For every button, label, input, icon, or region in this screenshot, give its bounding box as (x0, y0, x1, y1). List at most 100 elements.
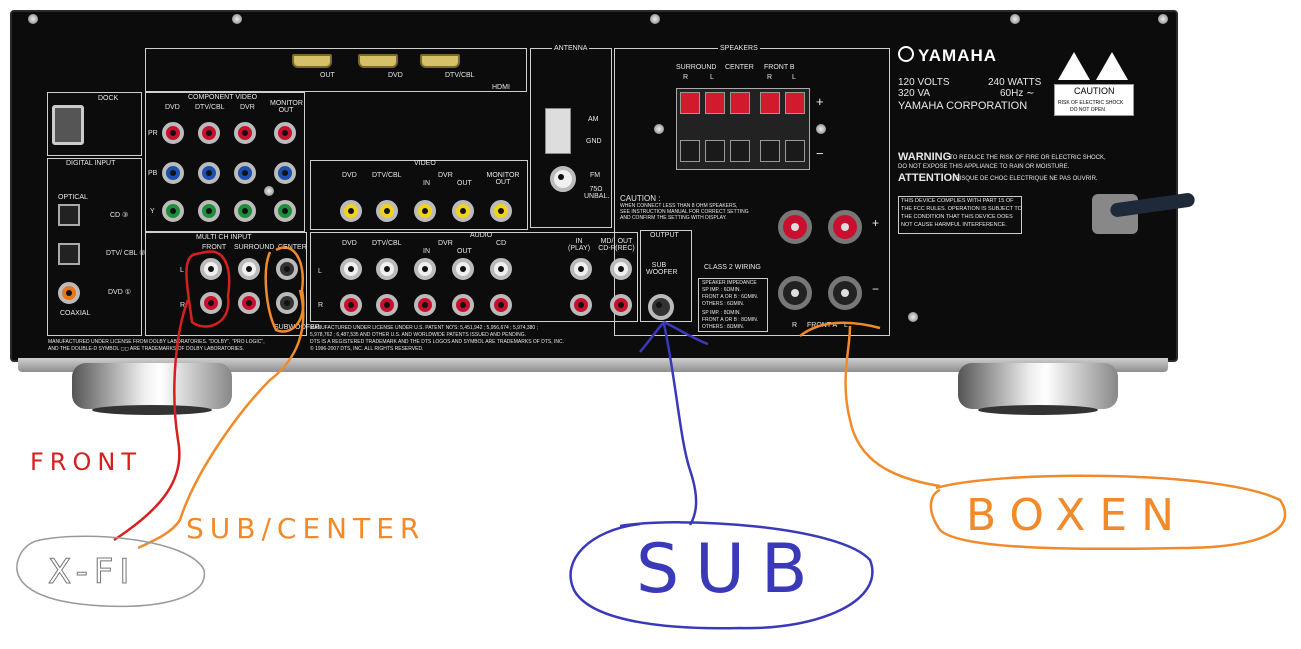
cd3-label: CD ③ (110, 212, 129, 219)
front-wire (113, 299, 190, 542)
attention-head: ATTENTION (898, 172, 961, 184)
cv-monitor-label: MONITOR OUT (270, 100, 303, 114)
sub-arrow (639, 320, 709, 526)
screw (650, 14, 660, 24)
mc-center-jack (276, 258, 298, 280)
fronta-r-label: R (792, 322, 798, 329)
speakers-label: SPEAKERS (718, 45, 760, 52)
boxen-wire (799, 321, 941, 488)
a-dtvcbl-r-jack (376, 294, 398, 316)
a-md-in-l-jack (570, 258, 592, 280)
sub-woofer-label: SUB WOOFER (646, 262, 678, 276)
fcc-2: THE FCC RULES. OPERATION IS SUBJECT TO (901, 206, 1022, 212)
v-dvr-in-jack (414, 200, 436, 222)
hdmi-dtvcbl-label: DTV/CBL (445, 72, 475, 79)
center-minus-clip (730, 140, 750, 162)
a-in-play-label: IN (PLAY) (568, 238, 591, 252)
front-circle (185, 250, 231, 328)
a-out-label: OUT (457, 248, 472, 255)
fm-label: FM (590, 172, 601, 179)
warning-text1: : TO REDUCE THE RISK OF FIRE OR ELECTRIC… (946, 155, 1106, 161)
caution-spk-3: SEE INSTRUCTION MANUAL FOR CORRECT SETTI… (620, 209, 749, 215)
v-monitor-jack (490, 200, 512, 222)
coaxial-dvd-jack (58, 282, 80, 304)
dock-label: DOCK (98, 95, 119, 102)
imp-2: FRONT A OR B : 6ΩMIN. (702, 294, 759, 300)
y-label: Y (150, 208, 155, 215)
output-label: OUTPUT (650, 232, 679, 239)
cv-dtvcbl-pb-jack (198, 162, 220, 184)
hdmi-label: HDMI (492, 84, 510, 91)
digital-input-label: DIGITAL INPUT (66, 160, 116, 167)
v-dvd-jack (340, 200, 362, 222)
a-dvr-in-r-jack (414, 294, 436, 316)
imp-5: FRONT A OR B : 8ΩMIN. (702, 317, 759, 323)
a-dvd-r-jack (340, 294, 362, 316)
subcenter-circle (264, 246, 305, 333)
cv-monitor-pr-jack (274, 122, 296, 144)
subcenter-wire (137, 289, 305, 550)
mc-front-r-jack (200, 292, 222, 314)
surround-l-minus-clip (705, 140, 725, 162)
center-plus-clip (730, 92, 750, 114)
fcc-box (898, 196, 1022, 234)
v-in-label: IN (423, 180, 430, 187)
dts-text-2: 5,978,762 ; 6,487,535 AND OTHER U.S. AND… (310, 332, 526, 338)
rating-va: 320 VA (898, 88, 931, 99)
video-section (310, 160, 528, 230)
impedance-box (698, 278, 768, 332)
optical-cd-port (58, 204, 80, 226)
caution-spk-1: CAUTION : (620, 194, 661, 203)
cv-monitor-y-jack (274, 200, 296, 222)
fm-ohm-label: 75Ω UNBAL. (584, 186, 610, 200)
v-dtvcbl-jack (376, 200, 398, 222)
output-section (640, 230, 692, 322)
dts-text-4: © 1996-2007 DTS, INC. ALL RIGHTS RESERVE… (310, 346, 424, 352)
frontb-l-plus-clip (785, 92, 805, 114)
a-r-label: R (318, 302, 324, 309)
subcenter-annotation-text: SUB/CENTER (186, 512, 426, 545)
hdmi-out-label: OUT (320, 72, 335, 79)
a-dvr-out-r-jack (452, 294, 474, 316)
sub-annotation-text: SUB (636, 530, 824, 609)
mc-subwoofer-label: SUBWOOFER (274, 324, 320, 331)
pb-label: PB (148, 170, 158, 177)
surround-l-plus-clip (705, 92, 725, 114)
caution-box (1054, 84, 1134, 116)
a-dvr-out-l-jack (452, 258, 474, 280)
v-out-label: OUT (457, 180, 472, 187)
fcc-3: THE CONDITION THAT THIS DEVICE DOES (901, 214, 1013, 220)
screw (1158, 14, 1168, 24)
chassis-bottom-edge (18, 358, 1168, 372)
cv-dvr-pr-jack (234, 122, 256, 144)
mc-r-label: R (180, 302, 186, 309)
a-md-out-r-jack (610, 294, 632, 316)
mc-surround-r-jack (238, 292, 260, 314)
mc-center-label: CENTER (278, 244, 307, 251)
v-dvr-label: DVR (438, 172, 453, 179)
brand-logo: YAMAHA (918, 46, 998, 65)
screw (1010, 14, 1020, 24)
front-annotation-strokes (113, 250, 231, 542)
dolby-text-2: AND THE DOUBLE-D SYMBOL ◻◻ ARE TRADEMARK… (48, 346, 245, 352)
front-a-r-plus-post (778, 210, 812, 244)
spk-plus-label: + (816, 94, 824, 109)
surround-label: SURROUND (676, 64, 717, 71)
front-annotation-text: FRONT (30, 448, 142, 476)
attention-text: : RISQUE DE CHOC ELECTRIQUE NE PAS OUVRI… (952, 176, 1098, 182)
surround-r-minus-clip (680, 140, 700, 162)
screw (232, 14, 242, 24)
fm-jack (550, 166, 576, 192)
rating-hz: 60Hz ∼ (1000, 88, 1035, 99)
dvd1-label: DVD ① (108, 289, 131, 296)
dolby-text-1: MANUFACTURED UNDER LICENSE FROM DOLBY LA… (48, 339, 265, 345)
left-foot (72, 363, 232, 415)
sub-annotation-strokes (569, 320, 874, 630)
v-dvr-out-jack (452, 200, 474, 222)
mc-l-label: L (180, 267, 184, 274)
component-video-label: COMPONENT VIDEO (188, 94, 258, 101)
am-terminal (545, 108, 571, 154)
am-label: AM (588, 116, 599, 123)
rating-watts: 240 WATTS (988, 77, 1042, 88)
